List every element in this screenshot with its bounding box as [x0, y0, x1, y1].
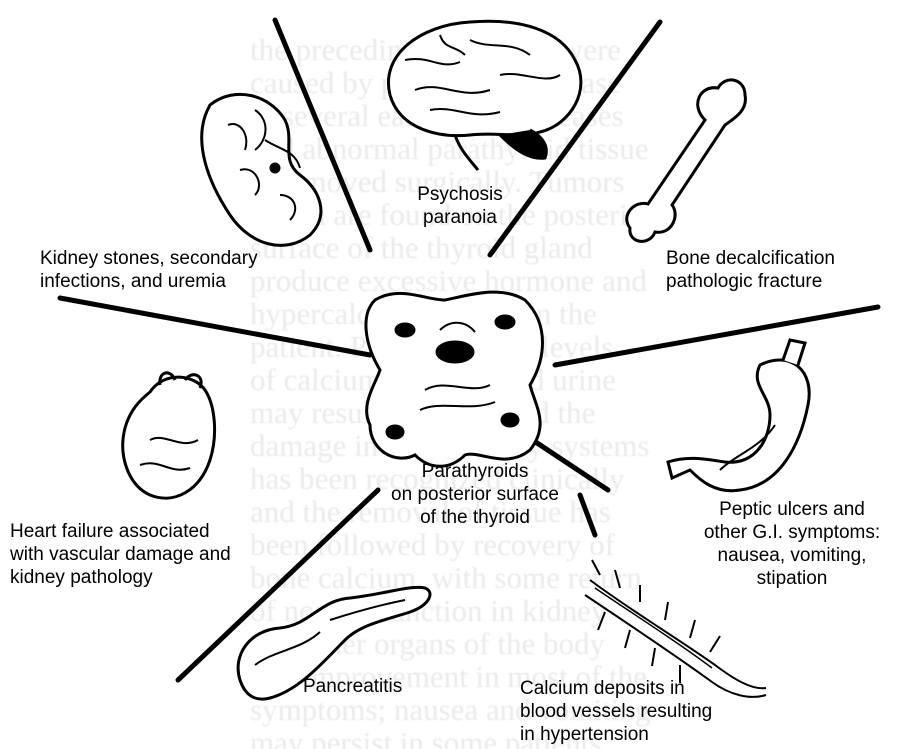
label-kidney-line2: infections, and uremia [40, 270, 258, 293]
line-to-vessels [580, 495, 595, 535]
brain-icon [388, 21, 580, 170]
label-heart-line2: with vascular damage and [10, 543, 231, 566]
bone-icon [627, 80, 746, 241]
label-vessels: Calcium deposits in blood vessels result… [520, 677, 712, 746]
label-parathyroids-line1: Parathyroids [380, 460, 570, 483]
label-stomach-line2: other G.I. symptoms: [680, 521, 904, 544]
label-kidney: Kidney stones, secondary infections, and… [40, 247, 258, 293]
label-parathyroids-line3: of the thyroid [380, 506, 570, 529]
kidney-icon [202, 94, 321, 245]
label-brain-line2: paranoia [400, 206, 520, 229]
label-brain-line1: Psychosis [400, 183, 520, 206]
label-parathyroids: Parathyroids on posterior surface of the… [380, 460, 570, 529]
label-bone-line1: Bone decalcification [666, 247, 835, 270]
label-vessels-line2: blood vessels resulting [520, 700, 712, 723]
line-to-left-edge [60, 298, 370, 355]
label-bone-line2: pathologic fracture [666, 270, 835, 293]
label-parathyroids-line2: on posterior surface [380, 483, 570, 506]
label-stomach: Peptic ulcers and other G.I. symptoms: n… [680, 498, 904, 590]
label-heart-line3: kidney pathology [10, 566, 231, 589]
stomach-icon [668, 340, 809, 491]
label-bone: Bone decalcification pathologic fracture [666, 247, 835, 293]
label-kidney-line1: Kidney stones, secondary [40, 247, 258, 270]
label-vessels-line1: Calcium deposits in [520, 677, 712, 700]
line-to-stomach-upper [555, 307, 878, 365]
heart-icon [123, 373, 215, 498]
label-stomach-line1: Peptic ulcers and [680, 498, 904, 521]
label-pancreas: Pancreatitis [303, 675, 402, 698]
label-heart: Heart failure associated with vascular d… [10, 520, 231, 589]
label-stomach-line3: nausea, vomiting, [680, 544, 904, 567]
label-vessels-line3: in hypertension [520, 723, 712, 746]
label-pancreas-line1: Pancreatitis [303, 675, 402, 698]
label-heart-line1: Heart failure associated [10, 520, 231, 543]
label-stomach-line4: stipation [680, 567, 904, 590]
label-brain: Psychosis paranoia [400, 183, 520, 229]
parathyroid-icon [366, 292, 543, 466]
